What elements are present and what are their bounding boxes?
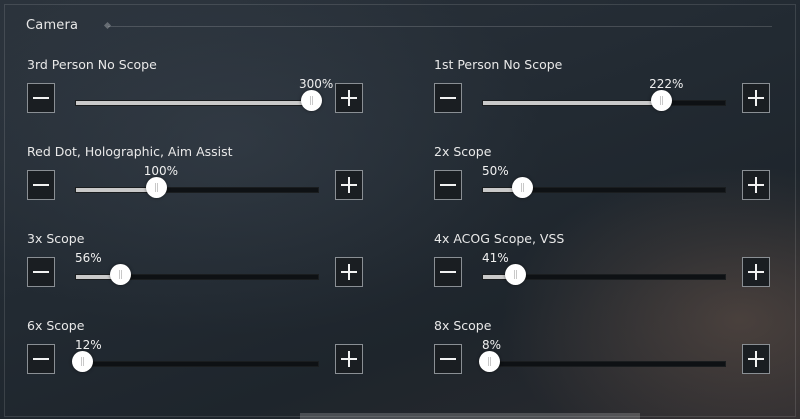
slider-track[interactable] <box>75 361 319 367</box>
section-title: Camera <box>26 18 79 33</box>
bottom-scroll-indicator <box>300 413 640 419</box>
increase-button[interactable] <box>335 257 363 287</box>
setting-label: 6x Scope <box>27 318 85 333</box>
setting-label: Red Dot, Holographic, Aim Assist <box>27 144 233 159</box>
slider-thumb[interactable] <box>145 177 167 198</box>
setting-label: 3x Scope <box>27 231 85 246</box>
value-readout: 100% <box>143 164 178 178</box>
slider-thumb[interactable] <box>651 90 673 111</box>
decrease-button[interactable] <box>27 83 55 113</box>
setting-red-dot-holographic-aim-assist: Red Dot, Holographic, Aim Assist 100% <box>27 144 367 214</box>
setting-8x-scope: 8x Scope 8% <box>434 318 774 388</box>
value-readout: 8% <box>482 338 502 352</box>
value-readout: 56% <box>75 251 102 265</box>
decrease-button[interactable] <box>434 257 462 287</box>
setting-4x-acog-scope-vss: 4x ACOG Scope, VSS 41% <box>434 231 774 301</box>
decrease-button[interactable] <box>434 344 462 374</box>
slider-track[interactable] <box>482 274 726 280</box>
setting-label: 2x Scope <box>434 144 492 159</box>
setting-3x-scope: 3x Scope 56% <box>27 231 367 301</box>
slider-fill <box>76 188 158 192</box>
value-readout: 50% <box>482 164 509 178</box>
slider-thumb[interactable] <box>301 90 322 111</box>
slider-thumb[interactable] <box>72 351 93 372</box>
value-readout: 300% <box>299 77 334 91</box>
panel-frame <box>4 4 796 417</box>
slider-track[interactable] <box>482 187 726 193</box>
setting-label: 4x ACOG Scope, VSS <box>434 231 565 246</box>
section-divider <box>108 26 772 27</box>
setting-3rd-person-no-scope: 3rd Person No Scope 300% <box>27 57 367 127</box>
slider-thumb[interactable] <box>109 264 131 285</box>
decrease-button[interactable] <box>27 257 55 287</box>
increase-button[interactable] <box>335 344 363 374</box>
setting-2x-scope: 2x Scope 50% <box>434 144 774 214</box>
setting-label: 1st Person No Scope <box>434 57 563 72</box>
slider-track[interactable] <box>75 274 319 280</box>
decrease-button[interactable] <box>434 170 462 200</box>
value-readout: 222% <box>649 77 684 91</box>
slider-track[interactable] <box>75 187 319 193</box>
increase-button[interactable] <box>742 257 770 287</box>
increase-button[interactable] <box>742 170 770 200</box>
slider-fill <box>483 188 524 192</box>
slider-fill <box>483 101 663 105</box>
setting-label: 3rd Person No Scope <box>27 57 157 72</box>
slider-track[interactable] <box>482 361 726 367</box>
decrease-button[interactable] <box>27 344 55 374</box>
slider-thumb[interactable] <box>504 264 526 285</box>
increase-button[interactable] <box>335 170 363 200</box>
decrease-button[interactable] <box>434 83 462 113</box>
slider-fill <box>76 275 122 279</box>
slider-track[interactable] <box>75 100 319 106</box>
setting-6x-scope: 6x Scope 12% <box>27 318 367 388</box>
decrease-button[interactable] <box>27 170 55 200</box>
setting-1st-person-no-scope: 1st Person No Scope 222% <box>434 57 774 127</box>
slider-fill <box>483 275 517 279</box>
slider-fill <box>76 101 318 105</box>
increase-button[interactable] <box>742 344 770 374</box>
increase-button[interactable] <box>335 83 363 113</box>
value-readout: 12% <box>75 338 102 352</box>
setting-label: 8x Scope <box>434 318 492 333</box>
slider-track[interactable] <box>482 100 726 106</box>
value-readout: 41% <box>482 251 509 265</box>
increase-button[interactable] <box>742 83 770 113</box>
slider-thumb[interactable] <box>511 177 533 198</box>
slider-thumb[interactable] <box>479 351 500 372</box>
